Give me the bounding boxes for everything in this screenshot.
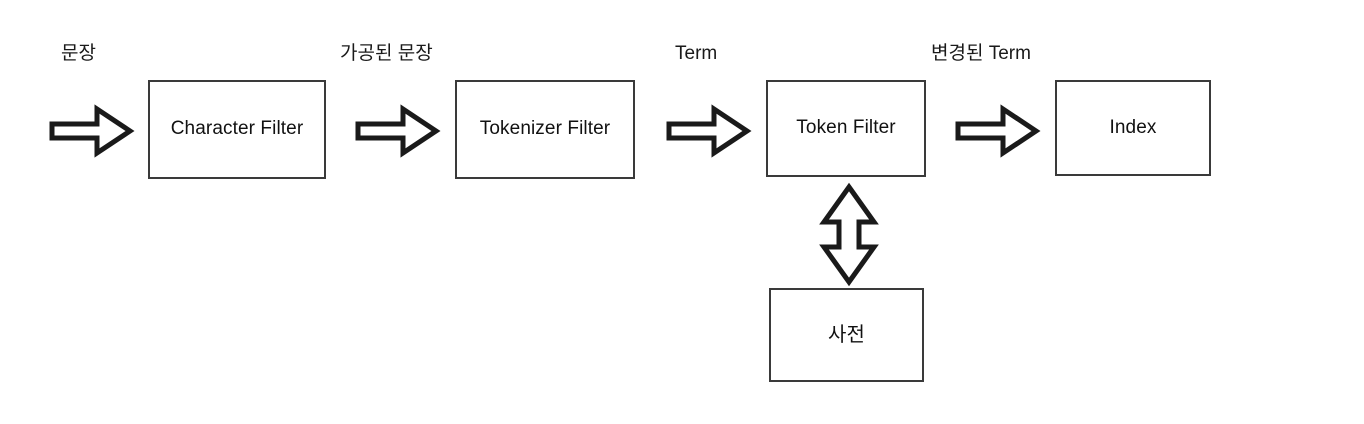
- node-character-filter-label: Character Filter: [170, 118, 304, 140]
- node-tokenizer-filter: Tokenizer Filter: [455, 80, 635, 179]
- arrow-token-filter-dictionary-bidirectional-icon: [821, 185, 877, 284]
- edge-label-sentence: 문장: [61, 43, 96, 64]
- arrow-to-tokenizer-filter-icon: [356, 106, 438, 156]
- node-token-filter: Token Filter: [766, 80, 926, 177]
- edge-label-term: Term: [675, 43, 718, 64]
- arrow-to-index-icon: [956, 106, 1038, 156]
- node-index: Index: [1055, 80, 1211, 176]
- edge-label-changed-term: 변경된 Term: [931, 43, 1031, 64]
- node-dictionary-label: 사전: [828, 324, 865, 346]
- node-dictionary: 사전: [769, 288, 924, 382]
- arrow-to-token-filter-icon: [667, 106, 749, 156]
- node-tokenizer-filter-label: Tokenizer Filter: [479, 118, 611, 140]
- edge-label-processed-sentence: 가공된 문장: [340, 43, 433, 64]
- node-index-label: Index: [1109, 116, 1157, 138]
- arrow-to-character-filter-icon: [50, 106, 132, 156]
- node-character-filter: Character Filter: [148, 80, 326, 179]
- node-token-filter-label: Token Filter: [796, 117, 896, 139]
